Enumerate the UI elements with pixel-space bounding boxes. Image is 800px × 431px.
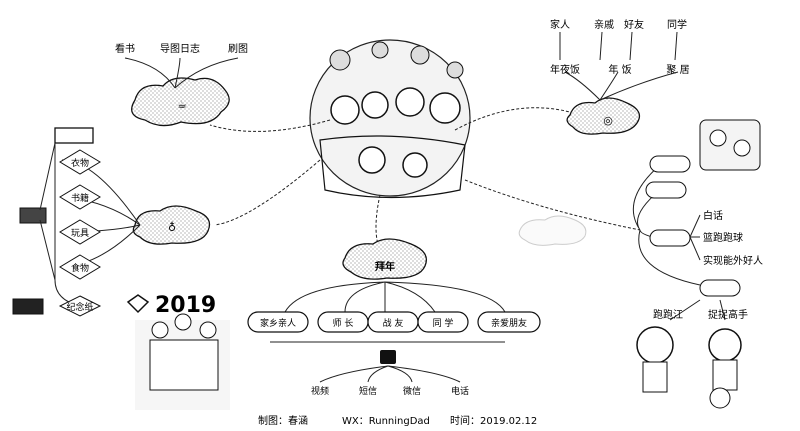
top-left-branch-lines [124, 57, 239, 89]
connector-right [464, 179, 641, 231]
connector-left [214, 159, 321, 226]
bottom-cloud-label: 拜年 [375, 260, 395, 273]
cartoon-figures [636, 326, 742, 409]
year-illustration [126, 294, 230, 410]
pets-icon [699, 119, 761, 171]
people-label-2: 师 长 [333, 317, 354, 329]
cloud-top-right[interactable]: ◎ [566, 97, 641, 135]
left-diamond-3 [59, 219, 101, 245]
connector-top-left [209, 119, 331, 132]
top-right-row1-4: 同学 [667, 18, 687, 31]
connector-top-right [454, 107, 581, 131]
top-right-row2-2: 年 饭 [608, 63, 631, 76]
labels: 看书 导图日志 刷图 家人 亲戚 好友 同学 年夜饭 年 饭 聚 居 白话 篮跑… [66, 18, 763, 427]
top-left-item-3: 刷图 [228, 43, 248, 55]
top-left-item-2: 导图日志 [160, 42, 200, 55]
people-label-5: 亲爱朋友 [491, 317, 527, 329]
central-family-illustration [309, 39, 471, 199]
method-label-4: 电话 [451, 385, 469, 397]
right-branch [632, 155, 741, 321]
left-item-1: 衣物 [71, 157, 89, 169]
right-node-2 [645, 181, 687, 199]
cloud-bottom-center[interactable] [342, 238, 428, 280]
method-label-1: 视频 [311, 385, 329, 397]
top-left-item-1: 看书 [115, 42, 135, 55]
bottom-branch [247, 281, 541, 383]
footer-wx: WX：RunningDad [342, 416, 430, 427]
left-item-4: 食物 [71, 262, 89, 274]
right-bottom-label-2: 捉捉高手 [708, 308, 748, 321]
left-branch-header-box [54, 127, 94, 144]
cloud-top-left[interactable]: ☕ [131, 77, 230, 127]
cloud-right-faint [518, 215, 587, 246]
right-bottom-label-1: 跑跑江 [653, 308, 683, 321]
people-node-4 [417, 311, 469, 333]
left-item-3: 玩具 [71, 228, 89, 239]
year-label: 2019 [155, 293, 216, 318]
left-branch-side-tag [19, 207, 47, 224]
left-diamond-2 [59, 184, 101, 210]
cloud-top-left-icon: ☕ [177, 98, 187, 111]
method-label-3: 微信 [403, 385, 421, 397]
left-bottom-tag [12, 298, 44, 315]
cloud-left[interactable]: ♁ [132, 205, 211, 245]
footer-author: 制图：春涵 [258, 414, 308, 427]
footer-date: 时间：2019.02.12 [450, 414, 537, 427]
phone-icon [380, 350, 396, 364]
left-bottom-label: 纪念纸 [66, 301, 93, 313]
left-diamond-4 [59, 254, 101, 280]
people-node-5 [477, 311, 541, 333]
people-label-1: 家乡亲人 [260, 317, 296, 329]
right-node-1 [649, 155, 691, 173]
right-node-4 [699, 279, 741, 297]
people-node-1 [247, 311, 309, 333]
top-right-branch-lines [559, 31, 679, 101]
left-diamond-bottom [58, 295, 102, 317]
right-item-3: 实现能外好人 [703, 254, 763, 267]
cloud-top-right-icon: ◎ [603, 114, 613, 127]
left-item-2: 书籍 [71, 192, 89, 204]
left-diamond-1 [59, 149, 101, 175]
right-item-2: 篮跑跑球 [703, 231, 743, 244]
top-right-row2-3: 聚 居 [666, 64, 689, 76]
people-label-4: 同 学 [433, 317, 454, 329]
diamond-icon [126, 294, 150, 314]
people-label-3: 战 友 [383, 317, 404, 329]
method-label-2: 短信 [359, 385, 377, 397]
top-right-row1-1: 家人 [550, 18, 570, 31]
right-node-3 [649, 229, 691, 247]
top-right-row1-3: 好友 [624, 18, 644, 31]
right-item-1: 白话 [703, 209, 723, 222]
cloud-left-icon: ♁ [168, 221, 176, 234]
top-right-row1-2: 亲戚 [594, 18, 614, 31]
left-branch [12, 127, 141, 317]
top-right-row2-1: 年夜饭 [550, 63, 580, 76]
